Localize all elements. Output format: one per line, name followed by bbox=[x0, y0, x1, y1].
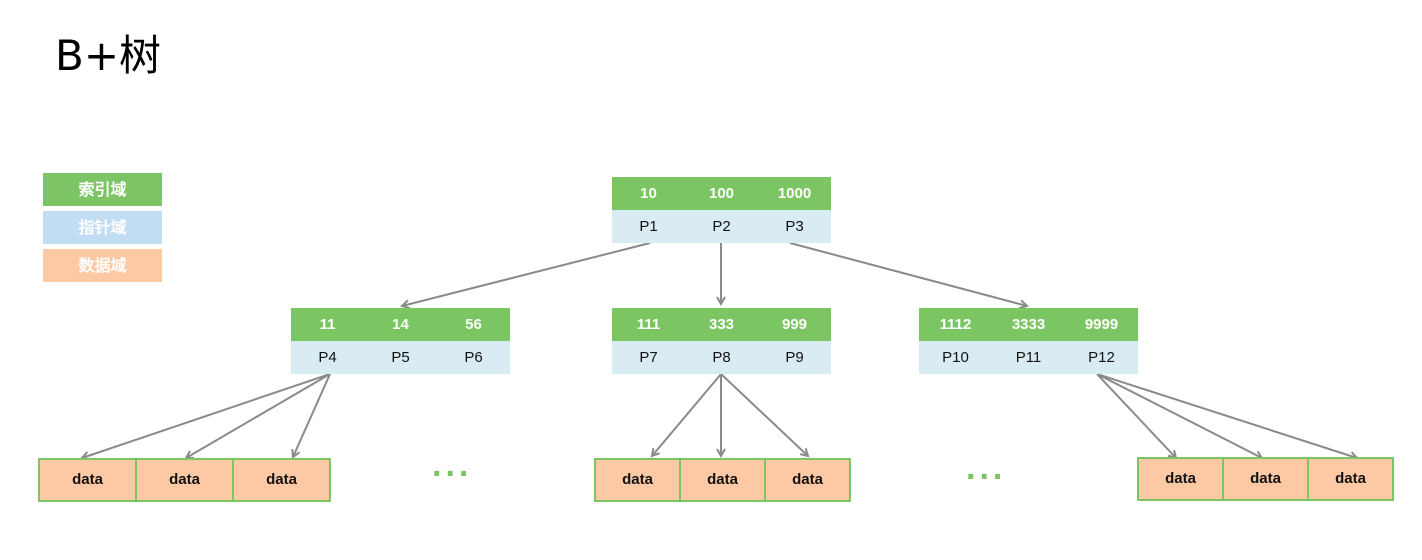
root-key: 10 bbox=[640, 185, 657, 202]
edge-p1-to-child1 bbox=[402, 242, 651, 306]
diagram-title: B+树 bbox=[55, 31, 162, 80]
child-pointer: P11 bbox=[1015, 349, 1042, 366]
legend-pointer-domain: 指针域 bbox=[43, 211, 162, 244]
leaf-data-group-2: data data data bbox=[594, 458, 851, 502]
root-pointer: P2 bbox=[712, 218, 731, 235]
child-pointer: P5 bbox=[391, 349, 410, 366]
legend-index-domain: 索引域 bbox=[43, 173, 162, 206]
data-cell: data bbox=[1137, 457, 1224, 501]
child-key: 1112 bbox=[939, 316, 972, 333]
child-pointer: P10 bbox=[942, 349, 969, 366]
edge-p4-to-data2 bbox=[186, 373, 331, 458]
child-index-row: 11 14 56 bbox=[291, 308, 510, 341]
ellipsis: ... bbox=[432, 446, 473, 484]
edge-p12-to-data7 bbox=[1096, 373, 1176, 458]
root-pointer: P1 bbox=[639, 218, 658, 235]
child-index-row: 1112 3333 9999 bbox=[919, 308, 1138, 341]
data-cell: data bbox=[135, 458, 234, 502]
data-cell: data bbox=[38, 458, 137, 502]
root-pointer: P3 bbox=[785, 218, 804, 235]
child-index-row: 111 333 999 bbox=[612, 308, 831, 341]
data-cell: data bbox=[1307, 457, 1394, 501]
child-pointer-row: P4 P5 P6 bbox=[291, 341, 510, 374]
leaf-data-group-1: data data data bbox=[38, 458, 331, 502]
ellipsis: ... bbox=[966, 449, 1007, 487]
root-pointer-row: P1 P2 P3 bbox=[612, 210, 831, 243]
data-cell: data bbox=[594, 458, 681, 502]
child-pointer: P9 bbox=[785, 349, 804, 366]
child-key: 333 bbox=[708, 316, 735, 333]
child-node-2: 111 333 999 P7 P8 P9 bbox=[612, 308, 831, 374]
root-key: 1000 bbox=[777, 185, 812, 202]
edge-p12-to-data8 bbox=[1096, 373, 1262, 458]
child-pointer: P6 bbox=[464, 349, 483, 366]
child-pointer-row: P10 P11 P12 bbox=[919, 341, 1138, 374]
child-node-3: 1112 3333 9999 P10 P11 P12 bbox=[919, 308, 1138, 374]
child-pointer: P8 bbox=[712, 349, 731, 366]
edge-p4-to-data1 bbox=[82, 373, 331, 458]
legend-data-domain: 数据域 bbox=[43, 249, 162, 282]
child-key: 14 bbox=[392, 316, 409, 333]
child-key: 56 bbox=[465, 316, 482, 333]
edge-p12-to-data9 bbox=[1096, 373, 1357, 458]
child-key: 3333 bbox=[1011, 316, 1046, 333]
data-cell: data bbox=[764, 458, 851, 502]
root-node: 10 100 1000 P1 P2 P3 bbox=[612, 177, 831, 243]
child-key: 9999 bbox=[1084, 316, 1119, 333]
data-cell: data bbox=[679, 458, 766, 502]
edge-p8-to-data4 bbox=[652, 373, 722, 456]
edge-p8-to-data6 bbox=[720, 373, 808, 456]
child-key: 11 bbox=[319, 316, 336, 333]
child-key: 111 bbox=[636, 316, 661, 333]
child-key: 999 bbox=[781, 316, 808, 333]
root-key: 100 bbox=[708, 185, 735, 202]
data-cell: data bbox=[232, 458, 331, 502]
edge-p4-to-data3 bbox=[293, 373, 331, 457]
data-cell: data bbox=[1222, 457, 1309, 501]
child-pointer: P4 bbox=[318, 349, 337, 366]
child-pointer-row: P7 P8 P9 bbox=[612, 341, 831, 374]
child-pointer: P12 bbox=[1088, 349, 1115, 366]
child-node-1: 11 14 56 P4 P5 P6 bbox=[291, 308, 510, 374]
child-pointer: P7 bbox=[639, 349, 658, 366]
edge-p3-to-child3 bbox=[789, 242, 1027, 306]
leaf-data-group-3: data data data bbox=[1137, 457, 1394, 501]
root-index-row: 10 100 1000 bbox=[612, 177, 831, 210]
